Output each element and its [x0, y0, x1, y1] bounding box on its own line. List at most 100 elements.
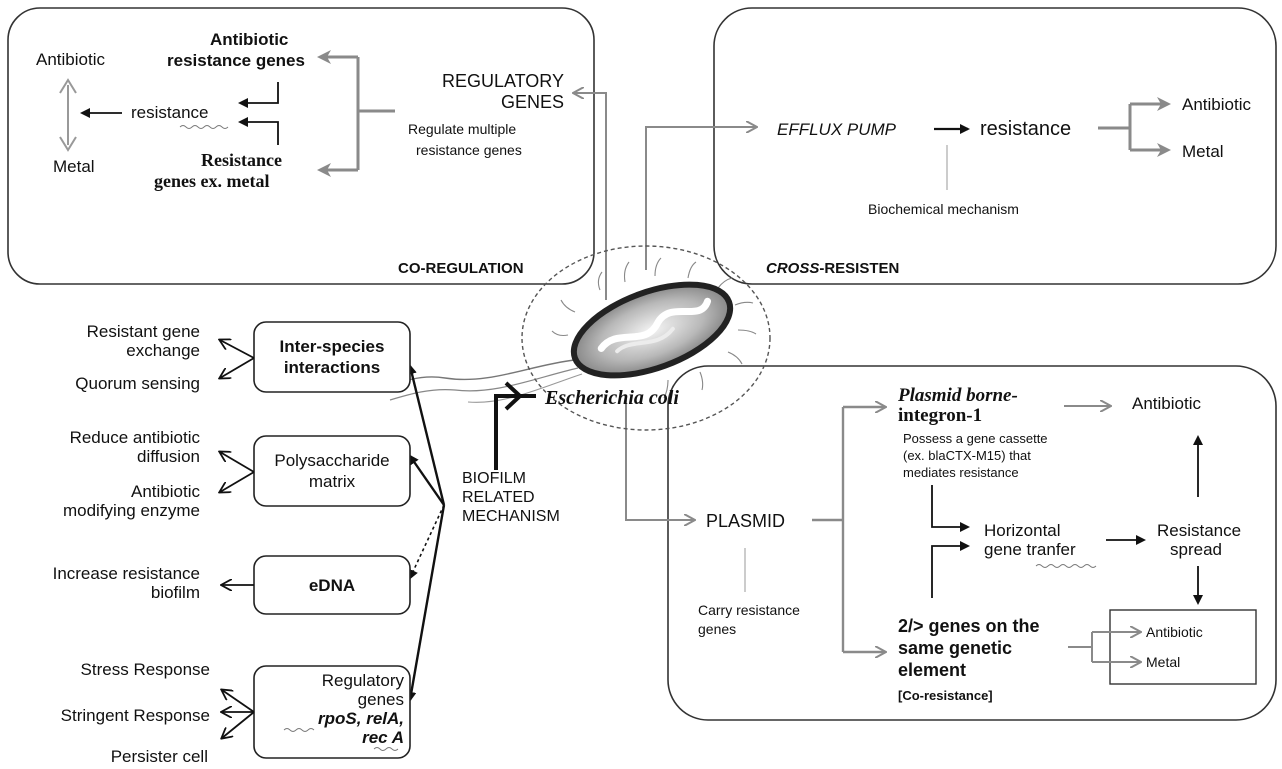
pili: [551, 257, 757, 399]
cross-resisten-label: CROSS-RESISTEN: [766, 260, 899, 277]
reg-out-persister: Persister cell: [111, 747, 208, 766]
regulate-note-line2: resistance genes: [416, 142, 522, 158]
plasmid-bracket: [812, 407, 845, 652]
spell-squiggle: [179, 125, 229, 129]
integron-note-line1: Possess a gene cassette: [903, 431, 1048, 446]
inter-species-box: [253, 321, 411, 393]
result-antibiotic-label: Antibiotic: [1146, 624, 1203, 640]
inter-species-line2: interactions: [284, 358, 380, 377]
biofilm-line1: BIOFILM: [462, 470, 526, 487]
co-resistance-label: [Co-resistance]: [898, 688, 993, 703]
poly-arrow-1: [220, 452, 255, 473]
reg-squiggle-1: [283, 728, 315, 732]
regulate-note-line1: Regulate multiple: [408, 121, 516, 137]
reg-arrow-3: [222, 711, 255, 738]
reg-out-stringent: Stringent Response: [61, 706, 210, 725]
biofilm-arrow-head: [504, 381, 523, 411]
plasmid-panel: PLASMID Carry resistance genes Plasmid b…: [667, 365, 1277, 721]
biofilm-bent-arrow: [494, 394, 536, 470]
result-box: [1109, 609, 1257, 685]
metal-genes-line2: genes ex. metal: [154, 171, 269, 191]
result-metal-label: Metal: [1146, 654, 1180, 670]
poly-out1-line1: Reduce antibiotic: [70, 428, 201, 447]
reg-squiggle-2: [373, 747, 399, 751]
reg-box-line4: rec A: [362, 728, 404, 747]
co-reg-metal-label: Metal: [53, 157, 95, 176]
hgt-squiggle: [1035, 564, 1097, 568]
edna-label: eDNA: [309, 576, 355, 595]
inter-out1-line1: Resistant gene: [87, 322, 200, 341]
antibiotic-genes-line2: resistance genes: [167, 51, 305, 70]
co-regulation-panel: Antibiotic Metal resistance Antibiotic r…: [7, 7, 595, 285]
reg-out-stress: Stress Response: [81, 660, 210, 679]
carry-line2: genes: [698, 621, 736, 637]
integron-title-line1: Plasmid borne-: [897, 385, 1018, 406]
biofilm-line3: MECHANISM: [462, 508, 560, 525]
hub-to-edna: [408, 504, 445, 580]
genes-same-line2: same genetic: [898, 638, 1012, 658]
cross-antibiotic-label: Antibiotic: [1182, 95, 1251, 114]
edna-out-line2: biofilm: [151, 583, 200, 602]
bacterium-body: [570, 281, 734, 379]
co-reg-resistance-label: resistance: [131, 103, 208, 122]
integron-note-line2: (ex. blaCTX-M15) that: [903, 448, 1031, 463]
integron-to-hgt-arrow: [931, 485, 970, 532]
reg-box-line3: rpoS, relA,: [318, 709, 404, 728]
flagellum-2: [389, 367, 579, 401]
spread-line2: spread: [1170, 540, 1222, 559]
cross-bracket: [1098, 104, 1132, 150]
integron-note-line3: mediates resistance: [903, 465, 1019, 480]
double-arrow-top-head: [59, 78, 77, 94]
inter-arrow-2: [220, 357, 255, 378]
hub-to-inter-species: [407, 364, 446, 506]
poly-line1: Polysaccharide: [274, 451, 389, 470]
genes-same-line1: 2/> genes on the: [898, 616, 1040, 636]
inter-out1-line2: exchange: [126, 341, 200, 360]
result-bracket: [1068, 632, 1093, 662]
integron-title-line2: integron-1: [898, 405, 982, 426]
genes-to-hgt-arrow: [931, 541, 970, 598]
reg-box-line1: Regulatory: [322, 671, 405, 690]
plasmid-antibiotic-label: Antibiotic: [1132, 394, 1201, 413]
reg-arrow-1: [222, 690, 255, 713]
poly-line2: matrix: [309, 472, 356, 491]
hub-to-regulatory: [406, 504, 446, 702]
inter-arrow-1: [220, 340, 255, 359]
reg-box-line2: genes: [358, 690, 404, 709]
polysaccharide-box: [253, 435, 411, 507]
bracket-arrow-top: [238, 82, 279, 108]
genes-same-line3: element: [898, 660, 966, 680]
spread-line1: Resistance: [1157, 521, 1241, 540]
cross-resistance-panel: EFFLUX PUMP resistance Antibiotic Metal …: [713, 7, 1277, 285]
co-regulation-box: [7, 7, 595, 285]
organism-label: Escherichia coli: [544, 387, 679, 409]
poly-out2-line1: Antibiotic: [131, 482, 200, 501]
hgt-line2: gene tranfer: [984, 540, 1076, 559]
biofilm-line2: RELATED: [462, 489, 535, 506]
hgt-line1: Horizontal: [984, 521, 1061, 540]
biochemical-label: Biochemical mechanism: [868, 201, 1019, 217]
co-regulation-label: CO-REGULATION: [398, 260, 524, 277]
poly-arrow-2: [220, 471, 255, 492]
regulatory-genes-line1: REGULATORY: [442, 71, 564, 91]
plasmid-box: [667, 365, 1277, 721]
to-regulatory-connector: [574, 93, 607, 300]
plasmid-label: PLASMID: [706, 511, 785, 531]
carry-line1: Carry resistance: [698, 602, 800, 618]
inter-out2-line1: Quorum sensing: [75, 374, 200, 393]
hub-to-polysaccharide: [408, 454, 445, 506]
metal-genes-line1: Resistance: [201, 150, 282, 170]
inter-species-line1: Inter-species: [280, 337, 385, 356]
cross-resistance-box: [713, 7, 1277, 285]
center-connectors: [574, 93, 756, 520]
poly-out2-line2: modifying enzyme: [63, 501, 200, 520]
antibiotic-genes-line1: Antibiotic: [210, 30, 288, 49]
regulatory-bracket: [356, 57, 395, 170]
cell-dashed-circle: [521, 245, 771, 431]
double-arrow-bottom-head: [59, 136, 77, 152]
biofilm-section: Inter-species interactions Resistant gen…: [53, 321, 446, 766]
center-organism: Escherichia coli BIOFILM RELATED MECHANI…: [379, 245, 771, 525]
co-reg-antibiotic-label: Antibiotic: [36, 50, 105, 69]
regulatory-genes-line2: GENES: [501, 92, 564, 112]
